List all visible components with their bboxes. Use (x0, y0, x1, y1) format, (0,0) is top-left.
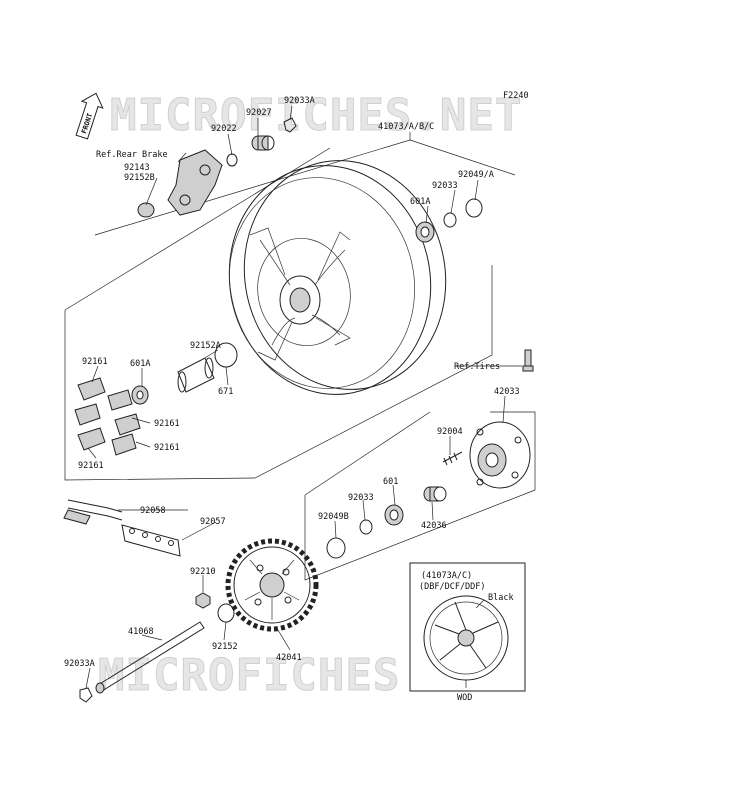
label-92143: 92143 (124, 163, 150, 173)
inset-line2: (DBF/DCF/DDF) (419, 582, 486, 592)
collar-92152 (217, 603, 235, 623)
label-92152A: 92152A (190, 341, 221, 351)
collar-92152A (177, 357, 215, 393)
circlip-92033-top (443, 212, 457, 228)
label-42036: 42036 (421, 521, 447, 531)
inset-box (409, 562, 526, 692)
label-92152B: 92152B (124, 173, 155, 183)
nut-92210 (195, 592, 211, 609)
label-92027: 92027 (246, 108, 272, 118)
label-92058: 92058 (140, 506, 166, 516)
inset-color-note: Black (488, 593, 514, 603)
valve-stem (522, 349, 534, 372)
rear-wheel (228, 160, 447, 395)
label-41068: 41068 (128, 627, 154, 637)
axle-41068 (95, 621, 205, 694)
label-42033: 42033 (494, 387, 520, 397)
part-labels: 92033A 92027 92022 41073/A/B/C Ref.Rear … (64, 96, 520, 703)
seal-92049B (326, 537, 346, 559)
label-92049A: 92049/A (458, 170, 494, 180)
circlip-92033-mid (359, 519, 373, 535)
label-92004: 92004 (437, 427, 463, 437)
label-92057: 92057 (200, 517, 226, 527)
hub-outline-top (304, 411, 431, 496)
clip-92033A-bottom (79, 687, 93, 703)
label-92161-b: 92161 (154, 419, 180, 429)
rear-sprocket (225, 538, 319, 632)
brake-bracket (137, 149, 223, 218)
label-41073: 41073/A/B/C (378, 122, 434, 132)
part-92022-ring (226, 153, 238, 167)
label-92022: 92022 (211, 124, 237, 134)
stud-92004 (442, 451, 463, 466)
label-601A-right: 601A (410, 197, 430, 207)
inset-line1: (41073A/C) (421, 571, 472, 581)
part-92033A-clip (283, 117, 297, 133)
leader-lines (85, 105, 522, 689)
damper-group (74, 377, 141, 456)
inset-code: WOD (457, 693, 472, 703)
watermark-top: MICROFICHES.NET (110, 90, 522, 141)
seal-92049A (465, 198, 483, 218)
hub-outline (304, 411, 536, 581)
label-92033A-top: 92033A (284, 96, 315, 106)
label-671: 671 (218, 387, 233, 397)
ref-tires: Ref.Tires (454, 362, 500, 372)
label-92152: 92152 (212, 642, 238, 652)
sprocket-hub (469, 421, 531, 489)
label-601A-left: 601A (130, 359, 150, 369)
front-arrow-icon: FRONT (75, 92, 104, 140)
assembly-outline-bottom (64, 265, 493, 481)
label-92210: 92210 (190, 567, 216, 577)
label-42041: 42041 (276, 653, 302, 663)
label-92033-mid: 92033 (348, 493, 374, 503)
label-92161-a: 92161 (82, 357, 108, 367)
collar-42036 (423, 486, 447, 502)
ref-rear-brake: Ref.Rear Brake (96, 150, 168, 160)
label-92161-d: 92161 (78, 461, 104, 471)
label-601: 601 (383, 477, 398, 487)
label-92049B: 92049B (318, 512, 349, 522)
label-92033A-bottom: 92033A (64, 659, 95, 669)
drive-chain (63, 499, 181, 557)
label-92161-c: 92161 (154, 443, 180, 453)
figure-code: F2240 (503, 91, 529, 101)
label-92033-top: 92033 (432, 181, 458, 191)
